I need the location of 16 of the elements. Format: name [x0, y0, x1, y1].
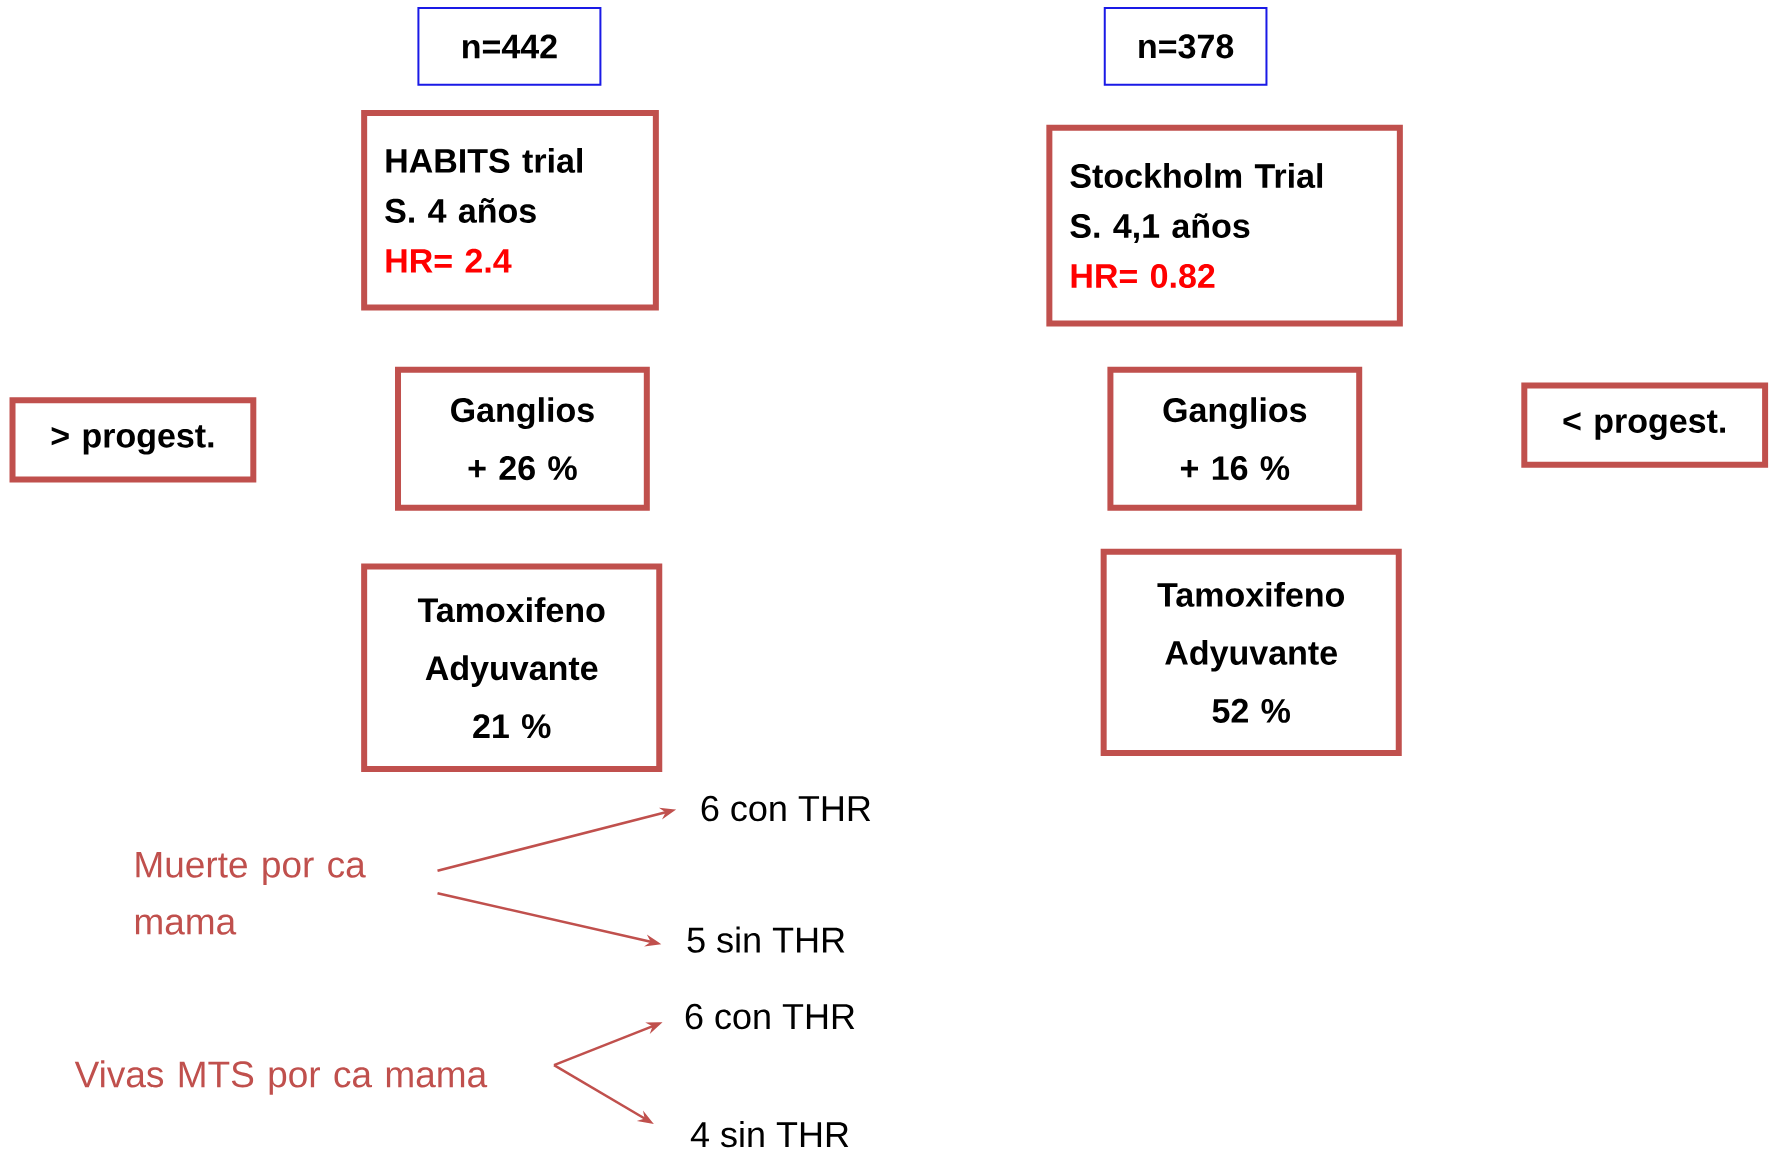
info-box: > progest.: [9, 397, 257, 483]
count-label: 6 con THR: [701, 795, 871, 822]
count-label: 6 con THR: [685, 1003, 855, 1030]
count-label: 5 sin THR: [687, 926, 845, 953]
outcome-label: Vivas MTS por ca mama: [74, 1060, 488, 1095]
info-box: Tamoxifeno Adyuvante 21 %: [361, 563, 663, 772]
count-label: 4 sin THR: [690, 1120, 849, 1148]
trial-box: HABITS trial S. 4 años HR= 2.4: [361, 110, 659, 311]
info-box: Tamoxifeno Adyuvante 52 %: [1100, 548, 1402, 757]
info-box: Ganglios + 26 %: [395, 366, 650, 511]
count-box: n=378: [1103, 6, 1268, 86]
info-box: < progest.: [1521, 382, 1769, 468]
trial-box: Stockholm Trial S. 4,1 años HR= 0.82: [1046, 124, 1403, 327]
info-box: Ganglios + 16 %: [1107, 366, 1363, 511]
count-box: n=442: [417, 6, 602, 86]
outcome-label: Muerte por ca mama: [135, 851, 366, 935]
